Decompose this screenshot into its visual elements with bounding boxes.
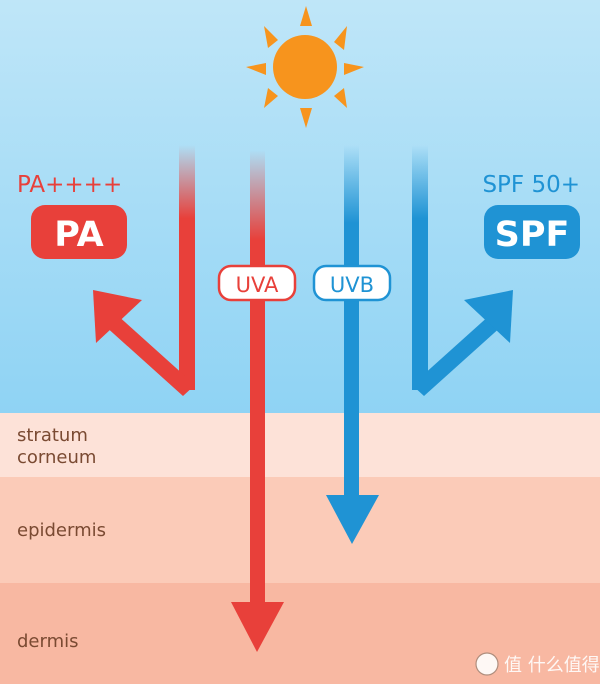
uvb-penetrating-arrow [326,145,379,544]
epidermis-label: epidermis [17,520,106,541]
stratum-corneum-layer [0,413,600,477]
spf-badge-text: SPF [495,215,570,255]
stratum-label-line1: stratum [17,425,88,446]
zhi-logo-icon [475,652,499,676]
uvb-reflected-arrow [412,145,513,396]
uva-reflected-arrow [93,145,195,396]
uva-label: UVA [236,273,279,297]
dermis-label: dermis [17,631,79,652]
sun-icon [246,6,364,128]
spf-rating-label: SPF 50+ [482,172,580,198]
spf-badge [484,205,580,259]
pa-badge [31,205,127,259]
dermis-layer [0,583,600,684]
watermark-text: 值 什么值得买 [504,655,600,676]
uva-penetrating-arrow [231,150,284,652]
stratum-label-line2: corneum [17,447,96,468]
uvb-label-box [312,264,392,302]
pa-badge-text: PA [54,215,104,255]
uvb-label: UVB [330,273,374,297]
pa-rating-label: PA++++ [17,172,122,198]
uva-label-box [217,264,297,302]
epidermis-layer [0,477,600,583]
watermark: 值 什么值得买 [475,652,600,676]
